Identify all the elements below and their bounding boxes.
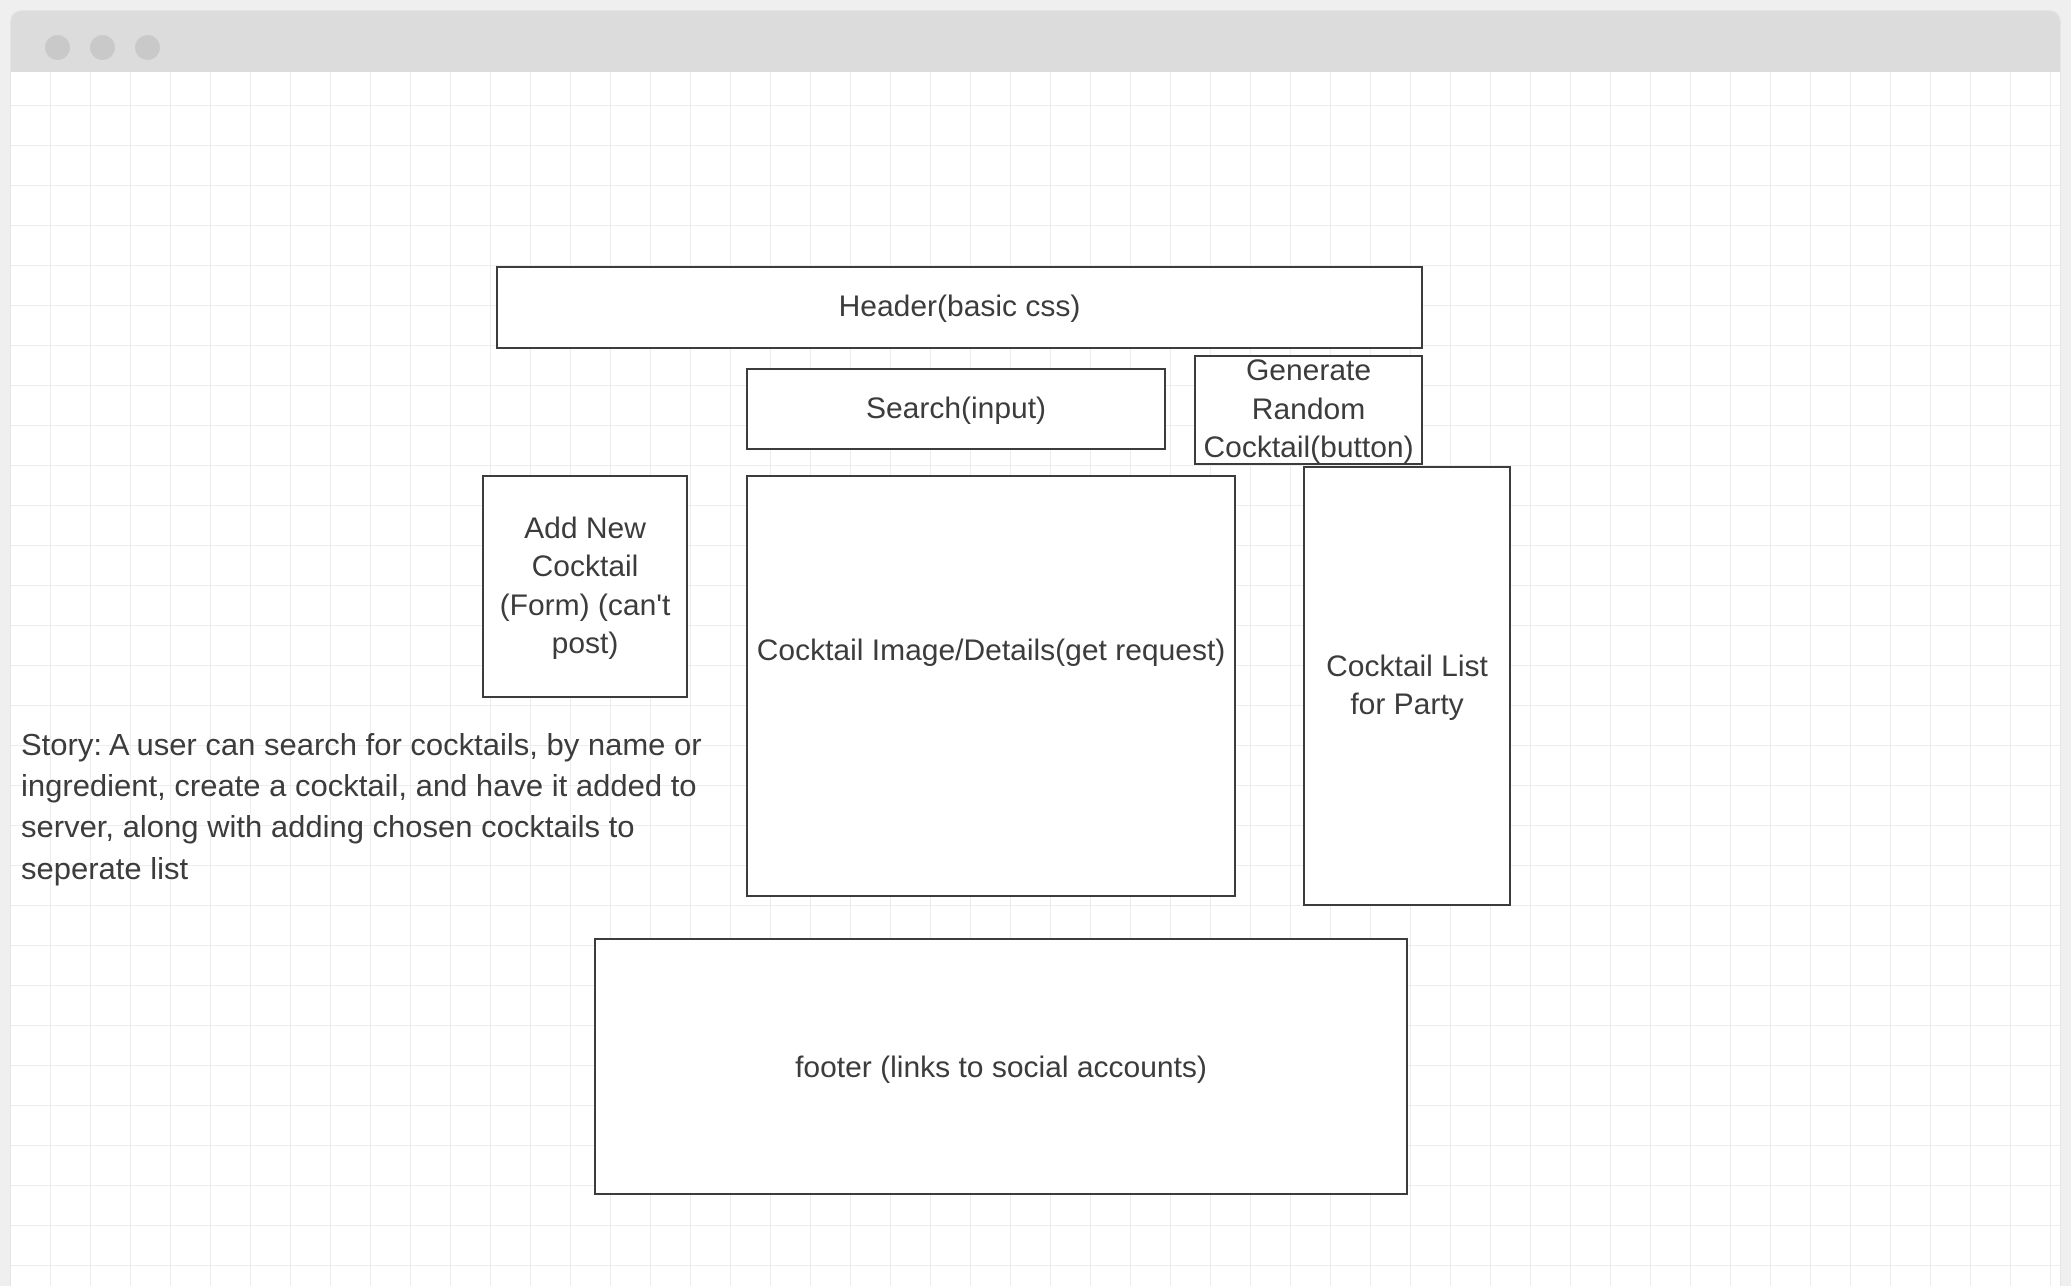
diagram-canvas[interactable]: Header(basic css) Search(input) Generate… [11, 72, 2060, 1286]
story-annotation-text[interactable]: Story: A user can search for cocktails, … [21, 727, 702, 886]
close-window-button[interactable] [45, 35, 70, 60]
node-header[interactable]: Header(basic css) [496, 266, 1423, 349]
node-cocktail-image-details[interactable]: Cocktail Image/Details(get request) [746, 475, 1236, 897]
node-cocktail-list-for-party[interactable]: Cocktail List for Party [1303, 466, 1511, 906]
node-footer[interactable]: footer (links to social accounts) [594, 938, 1408, 1195]
window-title-bar [11, 11, 2060, 72]
maximize-window-button[interactable] [135, 35, 160, 60]
node-search-input[interactable]: Search(input) [746, 368, 1166, 450]
node-generate-random-cocktail-button[interactable]: Generate Random Cocktail(button) [1194, 354, 1423, 465]
minimize-window-button[interactable] [90, 35, 115, 60]
app-window: Header(basic css) Search(input) Generate… [11, 11, 2060, 1286]
node-add-new-cocktail-form[interactable]: Add New Cocktail (Form) (can't post) [482, 475, 688, 698]
